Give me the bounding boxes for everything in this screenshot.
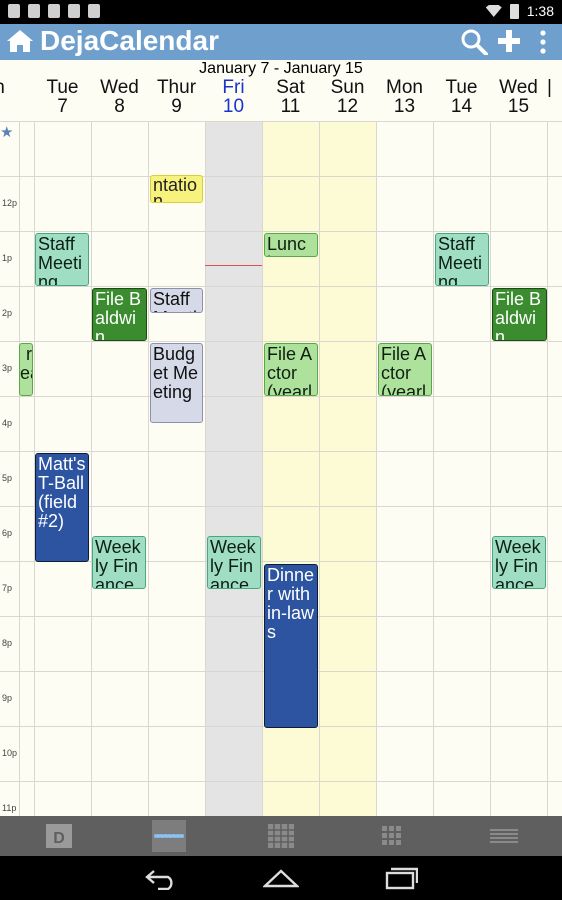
day-name: Wed bbox=[499, 77, 538, 98]
event[interactable]: File Baldwin bbox=[492, 288, 547, 341]
all-day-star-icon[interactable]: ★ bbox=[0, 123, 14, 141]
day-number: 7 bbox=[57, 96, 68, 117]
hour-label: 3p bbox=[2, 363, 13, 373]
hour-label: 8p bbox=[2, 638, 13, 648]
status-bar: 1:38 bbox=[0, 0, 562, 24]
plus-icon[interactable] bbox=[497, 29, 521, 53]
search-icon[interactable] bbox=[460, 29, 488, 55]
hour-label: 9p bbox=[2, 693, 13, 703]
home-icon[interactable] bbox=[263, 868, 299, 888]
week-grid[interactable]: ★ 12p 1p 2p 3p 4p 5p 6p 7p 8p 9p 10p 11p… bbox=[0, 121, 562, 816]
barcode-notification-icon bbox=[28, 4, 40, 18]
day-name: Mon bbox=[386, 77, 423, 98]
event-partial[interactable]: r earl bbox=[19, 343, 33, 396]
shop-notification-icon bbox=[88, 4, 100, 18]
multi-week-view-icon[interactable] bbox=[375, 820, 409, 852]
hour-label: 4p bbox=[2, 418, 13, 428]
hour-label: 1p bbox=[2, 253, 13, 263]
event[interactable]: Matt's T-Ball (field #2) bbox=[35, 453, 89, 562]
event[interactable]: File Actor (yearly bbox=[378, 343, 432, 396]
hour-label: 11p bbox=[2, 803, 17, 813]
day-number: 13 bbox=[393, 96, 416, 117]
current-time-line bbox=[205, 265, 262, 266]
event[interactable]: Weekly Finance bbox=[92, 536, 146, 589]
battery-icon bbox=[509, 3, 519, 19]
hour-label: 2p bbox=[2, 308, 13, 318]
hour-label: 7p bbox=[2, 583, 13, 593]
agenda-view-icon[interactable] bbox=[487, 820, 521, 852]
day-name: Tue bbox=[46, 77, 79, 98]
event[interactable]: Staff Meeting bbox=[435, 233, 489, 286]
day-header-partial[interactable]: | bbox=[547, 78, 562, 97]
day-name: Wed bbox=[100, 77, 139, 98]
app-title: DejaCalendar bbox=[40, 25, 219, 56]
status-time: 1:38 bbox=[526, 3, 554, 19]
phone-notification-icon bbox=[48, 4, 60, 18]
day-name: n bbox=[0, 77, 5, 98]
hour-label: 6p bbox=[2, 528, 13, 538]
back-icon[interactable] bbox=[144, 868, 178, 890]
event[interactable]: Weekly Finance bbox=[492, 536, 546, 589]
event[interactable]: File Actor (yearly bbox=[264, 343, 318, 396]
day-name-partial: | bbox=[547, 77, 552, 98]
photo-notification-icon bbox=[8, 4, 20, 18]
day-number: 11 bbox=[280, 96, 301, 117]
day-number: 14 bbox=[450, 96, 473, 117]
day-name: Fri bbox=[222, 77, 245, 98]
day-name: Sat bbox=[276, 77, 305, 98]
date-range-title: January 7 - January 15 bbox=[199, 60, 363, 77]
hour-label: 12p bbox=[2, 198, 18, 208]
day-number: 9 bbox=[171, 96, 182, 117]
notification-icons bbox=[8, 4, 100, 18]
wifi-icon bbox=[485, 5, 502, 17]
day-number: 8 bbox=[114, 96, 125, 117]
event[interactable]: File Baldwin bbox=[92, 288, 147, 341]
overflow-menu-icon[interactable] bbox=[538, 30, 548, 54]
day-name: Sun bbox=[330, 77, 365, 98]
event[interactable]: Budget Meeting bbox=[150, 343, 203, 423]
day-view-icon[interactable]: D bbox=[42, 820, 76, 852]
event[interactable]: Staff Meeting bbox=[35, 233, 89, 286]
system-nav-bar bbox=[0, 856, 562, 900]
day-number: 10 bbox=[222, 96, 245, 117]
app-bar: DejaCalendar bbox=[0, 24, 562, 60]
event[interactable]: Staff Meeting bbox=[150, 288, 203, 313]
day-name: Tue bbox=[445, 77, 478, 98]
event[interactable]: Lunch bbox=[264, 233, 318, 257]
day-number: 12 bbox=[336, 96, 359, 117]
view-switcher: D bbox=[0, 816, 562, 856]
day-number: 15 bbox=[507, 96, 530, 117]
month-view-icon[interactable] bbox=[264, 820, 298, 852]
check-notification-icon bbox=[68, 4, 80, 18]
week-view-icon[interactable] bbox=[152, 820, 186, 852]
hour-label: 5p bbox=[2, 473, 13, 483]
day-header[interactable]: n bbox=[0, 78, 28, 97]
hour-label: 10p bbox=[2, 748, 18, 758]
day-name: Thur bbox=[156, 77, 197, 98]
home-icon[interactable] bbox=[6, 29, 34, 53]
recents-icon[interactable] bbox=[384, 866, 418, 890]
event[interactable]: Weekly Finance bbox=[207, 536, 261, 589]
event[interactable]: ntation bbox=[150, 175, 203, 203]
svg-text:D: D bbox=[53, 830, 65, 847]
event[interactable]: Dinner with in-laws bbox=[264, 564, 318, 728]
today-column bbox=[205, 121, 262, 816]
